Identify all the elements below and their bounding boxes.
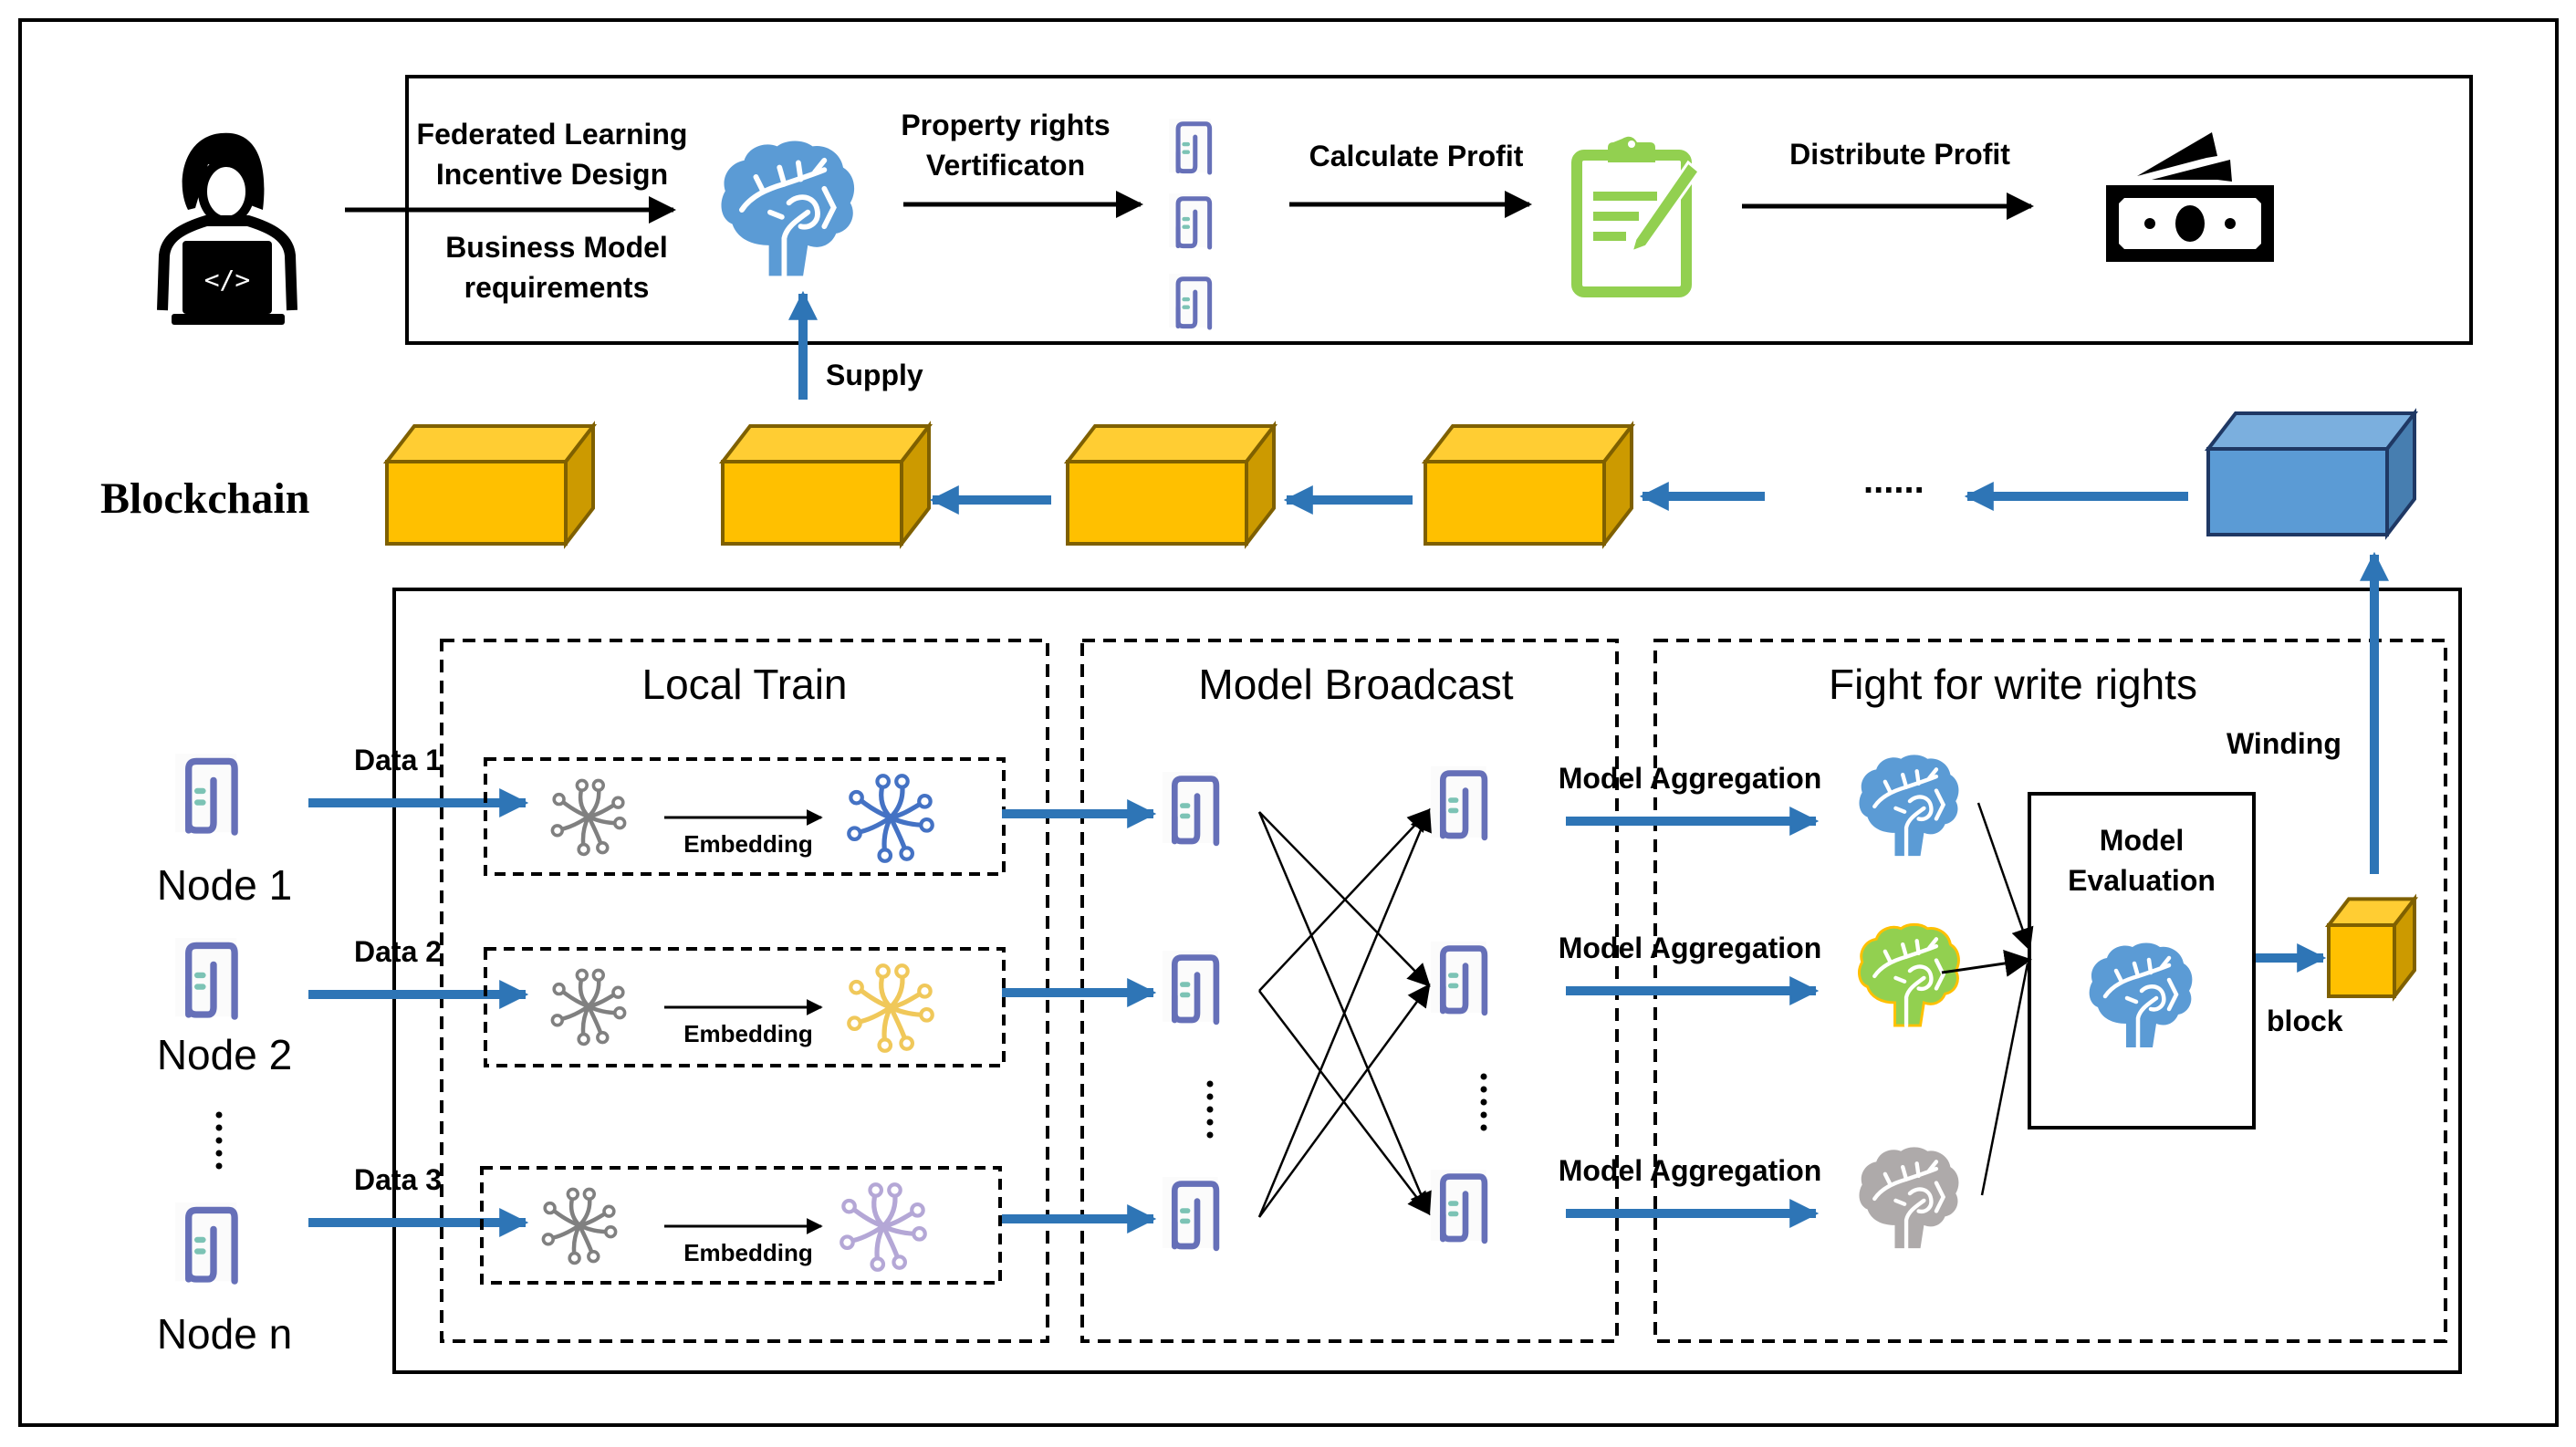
node-row-3: Node n Data 3 Embedding Model Aggregation [157, 1147, 1959, 1358]
broadcast-link-1 [1258, 811, 1431, 987]
client-node-icon [175, 938, 236, 1016]
chain-block-3-front [1066, 460, 1248, 546]
verification-node-icon-3 [1169, 274, 1211, 328]
raw-data-network-icon [543, 1189, 615, 1263]
broadcast-link-6 [1257, 983, 1431, 1218]
broadcast-links [1257, 807, 1432, 1218]
embedding-label: Embedding [683, 1239, 813, 1266]
fl-incentive-label-1: Federated Learning [417, 118, 688, 151]
chain-block-2 [718, 421, 933, 549]
chain-block-2-top [718, 424, 933, 463]
candidate-block [2324, 893, 2419, 1002]
model-evaluation-label-1: Model [2100, 824, 2184, 857]
local-train-task-box [484, 947, 1006, 1067]
client-node-label: Node 1 [157, 861, 292, 909]
node-row-2: Node 2 Data 2 Embedding Model Aggregation [157, 924, 1959, 1078]
verification-node-icon-2 [1169, 193, 1211, 247]
chain-block-1 [382, 421, 598, 549]
chain-block-3-top [1063, 424, 1278, 463]
node-list-ellipsis [215, 1111, 223, 1170]
local-train-task-box [480, 1166, 1002, 1285]
fight-write-rights-title: Fight for write rights [1829, 661, 2197, 708]
aggregated-model-brain-icon [1859, 924, 1958, 1025]
aggregated-model-brain-icon [1859, 755, 1958, 856]
embedded-model-icon [841, 1184, 925, 1270]
verification-node-icon-1 [1169, 119, 1211, 172]
property-rights-label-1: Property rights [901, 109, 1110, 141]
clipboard-icon [1571, 136, 1702, 297]
client-node-label: Node 2 [157, 1031, 292, 1078]
raw-data-network-icon [552, 970, 624, 1044]
chain-block-1-front [385, 460, 568, 546]
local-train-title: Local Train [641, 661, 847, 708]
chain-block-4-front [1424, 460, 1606, 546]
model-evaluation-label-2: Evaluation [2068, 864, 2216, 897]
broadcast-receiver-icon [1431, 1170, 1486, 1241]
broadcast-left-ellipsis [1206, 1080, 1214, 1139]
developer-icon: </> [157, 132, 297, 325]
chain-block-4 [1421, 421, 1636, 549]
top-flow-panel: </> Federated Learning Incentive Design … [157, 75, 2473, 345]
broadcast-sender-icon [1163, 1177, 1218, 1248]
broadcast-link-5 [1257, 807, 1432, 1218]
model-broadcast-title: Model Broadcast [1198, 661, 1513, 708]
broadcast-right-ellipsis [1480, 1073, 1487, 1131]
eval-link-2 [1941, 950, 2032, 977]
chain-ellipsis: ...... [1863, 461, 1924, 501]
chain-new-block [2204, 408, 2419, 540]
client-node-icon [175, 1202, 236, 1281]
winding-label: Winding [2227, 727, 2341, 760]
embedded-model-icon [849, 965, 933, 1051]
chain-new-block-top [2204, 411, 2419, 451]
broadcast-receiver-icon [1431, 766, 1486, 838]
data-label: Data 2 [354, 935, 442, 968]
node-row-1: Node 1 Data 1 Embedding Model Aggregation [157, 744, 1959, 909]
chain-new-block-front [2206, 447, 2389, 536]
broadcast-link-3 [1258, 808, 1431, 992]
chain-block-3 [1063, 421, 1278, 549]
broadcast-sender-icon [1163, 772, 1218, 843]
distribute-profit-label: Distribute Profit [1789, 138, 2010, 171]
eval-link-1 [1976, 802, 2034, 952]
raw-data-network-icon [552, 780, 624, 854]
calculate-profit-label: Calculate Profit [1309, 140, 1524, 172]
model-brain-icon [721, 141, 854, 276]
model-broadcast-section [1080, 639, 1619, 1343]
business-model-label-2: requirements [464, 271, 650, 304]
model-aggregation-label: Model Aggregation [1559, 762, 1822, 795]
client-node-label: Node n [157, 1310, 292, 1358]
chain-block-2-front [721, 460, 903, 546]
embedding-label: Embedding [683, 830, 813, 858]
outer-frame [18, 18, 2559, 1427]
aggregated-model-brain-icon [1859, 1147, 1958, 1248]
business-model-label-1: Business Model [445, 231, 668, 264]
chain-block-1-top [382, 424, 598, 463]
data-label: Data 1 [354, 744, 442, 776]
chain-block-4-top [1421, 424, 1636, 463]
model-aggregation-label: Model Aggregation [1559, 932, 1822, 964]
money-icon [2106, 132, 2274, 262]
broadcast-receiver-icon [1431, 942, 1486, 1013]
blockchain-row [382, 408, 2419, 549]
model-aggregation-label: Model Aggregation [1559, 1154, 1822, 1187]
svg-text:</>: </> [204, 265, 251, 295]
block-label: block [2267, 1005, 2343, 1037]
property-rights-label-2: Vertificaton [926, 149, 1085, 182]
client-node-icon [175, 754, 236, 832]
consensus-panel [392, 588, 2462, 1374]
broadcast-sender-icon [1163, 951, 1218, 1022]
data-label: Data 3 [354, 1163, 442, 1196]
fl-incentive-label-2: Incentive Design [436, 158, 668, 191]
candidate-block-front [2327, 923, 2396, 998]
embedded-model-icon [849, 776, 933, 861]
eval-link-3 [1980, 963, 2029, 1196]
local-train-section [440, 639, 1049, 1343]
supply-label: Supply [826, 359, 923, 391]
candidate-block-icon [2324, 893, 2419, 1002]
embedding-label: Embedding [683, 1020, 813, 1047]
blockchain-label: Blockchain [100, 474, 309, 523]
